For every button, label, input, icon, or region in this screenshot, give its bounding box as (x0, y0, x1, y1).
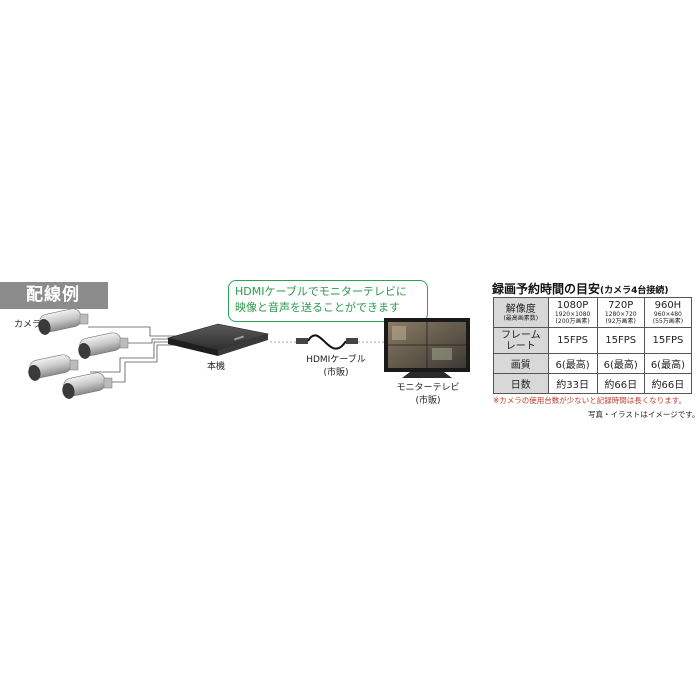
cable-label-line-2: (市販) (323, 368, 349, 378)
recorder-icon (166, 323, 270, 356)
cell-fps: 15FPS (547, 327, 598, 354)
table-title: 録画予約時間の目安(カメラ4台接続) (492, 280, 669, 297)
cell-quality: 6(最高) (596, 353, 645, 374)
callout-line-2: 映像と音声を送ることができます (235, 301, 400, 314)
cell-fps: 15FPS (643, 327, 693, 354)
camera-cables (88, 326, 178, 383)
camera-icon (78, 332, 129, 359)
cell-days: 約66日 (596, 373, 645, 394)
camera-icon (62, 372, 113, 399)
row-header-framerate: フレームレート (493, 327, 549, 354)
table-title-sub: (カメラ4台接続) (600, 286, 669, 296)
table-row: 解像度 (最高画素数) 1080P 1920×1080 (200万画素) 720… (493, 297, 693, 328)
table-row: 日数 約33日 約66日 約66日 (493, 373, 693, 394)
table-title-main: 録画予約時間の目安 (492, 282, 601, 296)
camera-icon (38, 308, 89, 335)
row-header-quality: 画質 (493, 353, 549, 374)
monitor-label-line-2: (市販) (415, 396, 441, 406)
cell-days: 約33日 (547, 373, 598, 394)
column-header-960h: 960H 960×480 (55万画素) (643, 297, 693, 328)
column-header-1080p: 1080P 1920×1080 (200万画素) (547, 297, 598, 328)
cell-days: 約66日 (643, 373, 693, 394)
hdmi-cable-icon (270, 334, 384, 350)
callout-box: HDMIケーブルでモニターテレビに 映像と音声を送ることができます (228, 280, 428, 322)
recording-time-table: 解像度 (最高画素数) 1080P 1920×1080 (200万画素) 720… (493, 297, 693, 394)
cell-quality: 6(最高) (643, 353, 693, 374)
row-header-days: 日数 (493, 373, 549, 394)
row-header-resolution: 解像度 (最高画素数) (493, 297, 549, 328)
table-row: 画質 6(最高) 6(最高) 6(最高) (493, 353, 693, 374)
cable-label-line-1: HDMIケーブル (306, 355, 366, 365)
cell-fps: 15FPS (596, 327, 645, 354)
camera-label: カメラ (14, 320, 42, 330)
section-title: 配線例 (0, 282, 108, 309)
table-row: フレームレート 15FPS 15FPS 15FPS (493, 327, 693, 354)
recorder-label: 本機 (207, 362, 226, 372)
monitor-label: モニターテレビ (市販) (390, 380, 466, 406)
cell-quality: 6(最高) (547, 353, 598, 374)
image-disclaimer: 写真・イラストはイメージです。 (588, 410, 700, 419)
usage-note: ※カメラの使用台数が少ないと記録時間は長くなります。 (493, 396, 687, 405)
cable-label: HDMIケーブル (市販) (296, 352, 376, 378)
monitor-icon (384, 318, 470, 378)
column-header-720p: 720P 1280×720 (92万画素) (596, 297, 645, 328)
camera-icon (28, 354, 79, 381)
monitor-label-line-1: モニターテレビ (396, 383, 460, 393)
callout-line-1: HDMIケーブルでモニターテレビに (235, 285, 407, 298)
